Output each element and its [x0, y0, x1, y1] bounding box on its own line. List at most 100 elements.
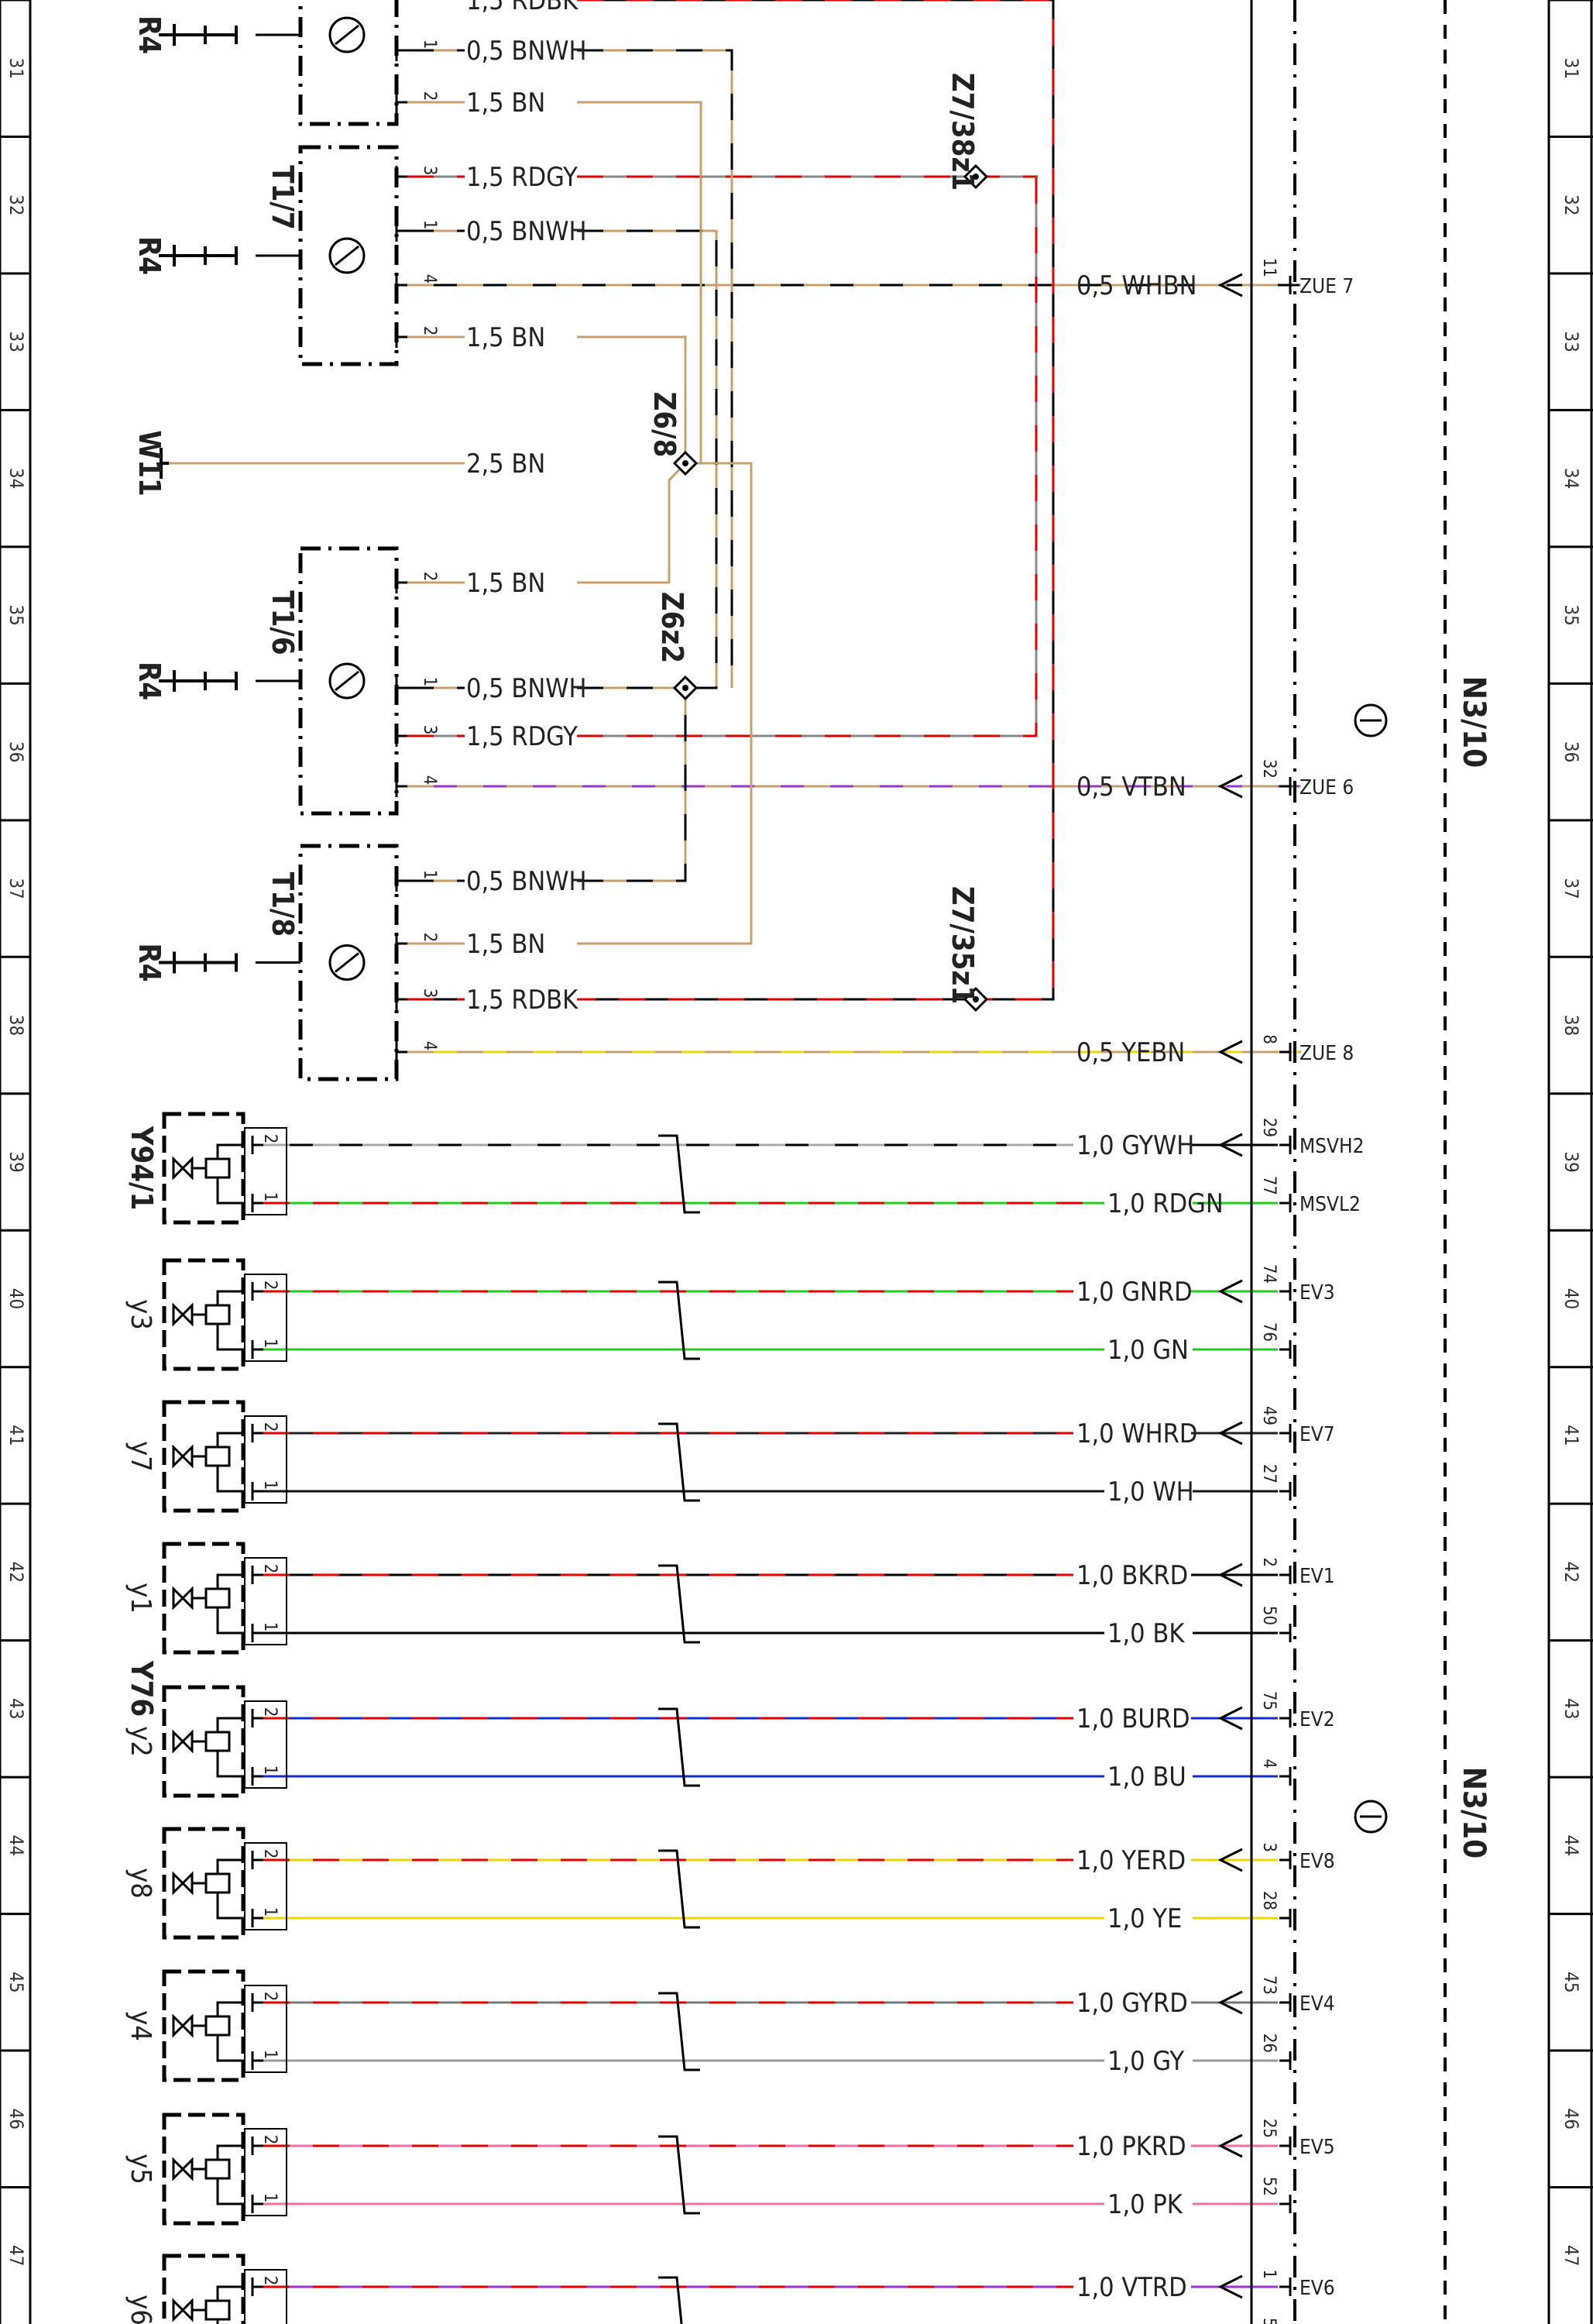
sensor-icon: [328, 662, 366, 700]
valve-pin-number: 2: [260, 1707, 280, 1717]
ecu-pin-number: 11: [1259, 258, 1279, 277]
ecu-pin-number: 27: [1259, 1464, 1279, 1483]
ecu-pin-number: 74: [1259, 1264, 1279, 1284]
pin-number: 3: [420, 166, 439, 176]
valve-ref-label: y8: [125, 1868, 156, 1899]
coil-icon: [204, 1446, 231, 1467]
valve-pin-terminal: [251, 2195, 263, 2213]
pin-terminal: [395, 933, 407, 954]
ruler-number-left: 32: [5, 194, 27, 215]
valve-wire-label: 1,0 BK: [1107, 1618, 1185, 1649]
wire-label: 0,5 BNWH: [466, 216, 586, 247]
solenoid-valve-y6: [162, 2254, 287, 2324]
valve-symbol-icon: [172, 1444, 206, 1469]
connector-arrow-icon: [1217, 2133, 1243, 2158]
valve-connector: [244, 1415, 287, 1504]
valve-wire-label: 1,0 BKRD: [1076, 1560, 1188, 1591]
pin-terminal: [395, 326, 407, 348]
sensor-icon-slash: [335, 24, 359, 46]
valve-pin-terminal: [251, 1767, 263, 1786]
coil-leads: [216, 2001, 244, 2062]
pin-terminal: [395, 1041, 407, 1063]
bn-t16: [577, 462, 687, 584]
transmitter-t1-8: [159, 844, 407, 1081]
valve-ref-label: y6: [125, 2295, 156, 2324]
coil-leads: [216, 1717, 244, 1778]
solenoid-valve-y7: [162, 1400, 287, 1513]
ecu-pin-terminal: [1279, 1136, 1292, 1154]
ecu-pin-number: 51: [1259, 2318, 1279, 2324]
r4-resistor-icon: [159, 24, 238, 46]
connector-arrow-icon: [1217, 1990, 1243, 2015]
valve-pin-number: 2: [260, 1281, 280, 1291]
ecu-pin-terminal: [1279, 276, 1292, 294]
valve-pin-terminal: [251, 1709, 263, 1728]
valve-wire-label: 1,0 BU: [1107, 1762, 1186, 1793]
ecu-pin-number: 73: [1259, 1975, 1279, 1995]
ecu-pin-terminal: [1279, 1043, 1292, 1061]
valve-pin-number: 1: [260, 2050, 280, 2060]
ecu-connector-label: EV8: [1299, 1850, 1335, 1873]
valve-housing: [162, 1258, 245, 1371]
transmitter-top: [159, 0, 407, 126]
transmitter-t1-6: [159, 546, 407, 816]
ecu-pin-number: 29: [1259, 1118, 1279, 1137]
coil-icon: [204, 2015, 231, 2037]
sensor-icon: [328, 237, 366, 274]
r4-resistor-icon: [159, 245, 238, 266]
ecu-pin-terminal: [1279, 1282, 1292, 1301]
ecu-pin-terminal: [1279, 1993, 1292, 2012]
pin-number: 3: [420, 725, 439, 735]
splice-dot: [973, 174, 979, 180]
twisted-pair-marker: [658, 2135, 700, 2215]
sensor-icon-slash: [335, 245, 359, 266]
valve-wire-label: 1,0 YE: [1107, 1903, 1182, 1934]
bnwh-bus-b: [577, 229, 718, 689]
ecu-pin-terminal: [1279, 1767, 1292, 1786]
pin-terminal: [395, 775, 407, 797]
ecu-pin-terminal: [1279, 2137, 1292, 2155]
pin-terminal: [395, 91, 407, 113]
valve-connector: [244, 1700, 287, 1789]
twisted-pair-marker: [658, 1134, 700, 1214]
ruler-number-right: 37: [1560, 878, 1582, 899]
ecu-pin-number: 26: [1259, 2033, 1279, 2053]
valve-ref-label: y4: [125, 2010, 156, 2041]
valve-pin-number: 2: [260, 1992, 280, 2002]
connector-arrow-icon: [1217, 1563, 1243, 1587]
valve-connector: [244, 1842, 287, 1930]
pin-terminal: [395, 274, 407, 296]
valve-wire-label: 1,0 VTRD: [1076, 2272, 1187, 2303]
ruler-number-right: 36: [1560, 741, 1582, 762]
connector-arrow-icon: [1217, 2274, 1243, 2299]
rdbk-bus-stripe: [577, 0, 1055, 1001]
wires: [163, 0, 1301, 2288]
valve-pin-number: 1: [260, 2193, 280, 2203]
valve-housing: [162, 1112, 245, 1225]
zue-wire-label: 0,5 YEBN: [1076, 1037, 1185, 1068]
rdgy-return-stripe: [577, 177, 1038, 737]
r4-label: R4: [132, 943, 167, 982]
ruler-number-left: 33: [5, 331, 27, 352]
bnwh-bus-a-stripe: [577, 49, 733, 688]
valve-pin-terminal: [251, 1340, 263, 1359]
splice-dot: [682, 460, 688, 466]
ecu-connector-label: EV2: [1299, 1708, 1335, 1731]
ecu-pin-number: 28: [1259, 1891, 1279, 1910]
ecu-pin-terminal: [1279, 1851, 1292, 1869]
ruler-number-right: 31: [1560, 58, 1582, 79]
ecu-pin-terminal: [1279, 2195, 1292, 2213]
pin-number: 4: [420, 274, 439, 284]
connector-arrow-icon: [1217, 273, 1243, 297]
sensor-icon: [328, 944, 366, 981]
ecu-pin-terminal: [1279, 1566, 1292, 1584]
bnwh-t18: [577, 688, 687, 882]
ecu-pin-number: 77: [1259, 1176, 1279, 1195]
sensor-icon-slash: [335, 952, 359, 973]
valve-pin-number: 2: [260, 1564, 280, 1574]
valve-housing: [162, 1400, 245, 1513]
ruler-number-right: 35: [1560, 604, 1582, 625]
pin-terminal: [395, 166, 407, 187]
